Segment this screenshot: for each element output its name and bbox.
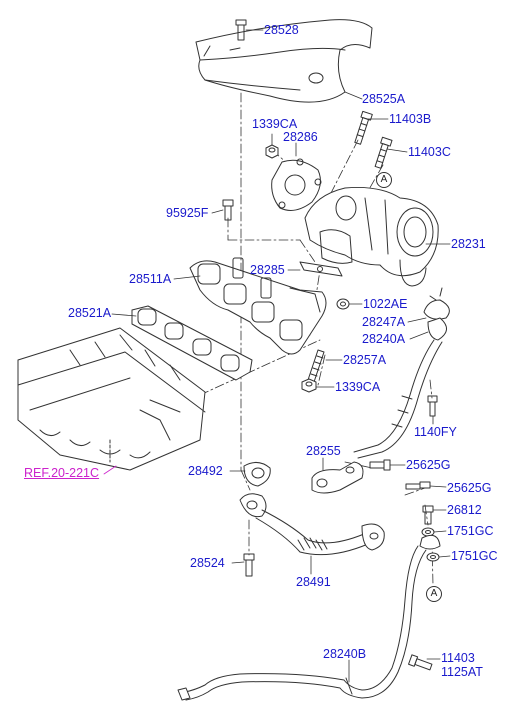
callout-28240b[interactable]: 28240B <box>323 647 367 661</box>
bolt-1140fy <box>427 395 438 417</box>
manifold-gasket <box>131 305 253 381</box>
bolt-11403 <box>408 654 433 671</box>
stud-28257a <box>307 349 325 383</box>
callout-26812[interactable]: 26812 <box>447 503 482 517</box>
bolt-25625g-2 <box>405 481 431 490</box>
callout-28231[interactable]: 28231 <box>451 237 486 251</box>
callout-28285[interactable]: 28285 <box>250 263 285 277</box>
callout-1339ca-top[interactable]: 1339CA <box>252 117 298 131</box>
callout-28240a[interactable]: 28240A <box>362 332 406 346</box>
callout-25625g-1[interactable]: 25625G <box>406 458 451 472</box>
flange-28255 <box>311 461 364 494</box>
callout-11403c[interactable]: 11403C <box>408 145 451 159</box>
cylinder-head <box>17 327 206 471</box>
washer-1751gc-1 <box>421 527 435 537</box>
callout-28524[interactable]: 28524 <box>190 556 225 570</box>
banjo-bolt-26812 <box>422 505 434 525</box>
reference-link[interactable]: REF.20-221C <box>24 466 100 480</box>
callout-28255[interactable]: 28255 <box>306 444 341 458</box>
bolt-11403b <box>354 110 373 145</box>
connector-a-bottom: A <box>426 586 442 602</box>
turbocharger <box>304 187 439 287</box>
callout-95925f[interactable]: 95925F <box>166 206 209 220</box>
callout-11403[interactable]: 11403 <box>441 651 475 665</box>
callout-1751gc-2[interactable]: 1751GC <box>451 549 498 563</box>
oil-feed-pipe <box>353 287 450 459</box>
callout-1140fy[interactable]: 1140FY <box>414 425 457 439</box>
callout-28511a[interactable]: 28511A <box>129 272 172 286</box>
nut-1339ca-top <box>265 144 279 159</box>
callout-1751gc-1[interactable]: 1751GC <box>447 524 494 538</box>
pipe-28491 <box>239 493 385 556</box>
callout-28525a[interactable]: 28525A <box>362 92 406 106</box>
leader-lines <box>111 29 451 683</box>
callout-28492[interactable]: 28492 <box>188 464 223 478</box>
washer-1022ae <box>336 298 350 310</box>
callout-1125at[interactable]: 1125AT <box>441 665 483 679</box>
callout-1339ca-bottom[interactable]: 1339CA <box>335 380 381 394</box>
gasket-28285 <box>299 261 343 277</box>
nut-1339ca-bottom <box>301 378 317 393</box>
gasket-28492 <box>243 462 271 487</box>
reference-leader <box>103 465 117 475</box>
callout-28521a[interactable]: 28521A <box>68 306 112 320</box>
callout-28257a[interactable]: 28257A <box>343 353 387 367</box>
bolt-28524 <box>243 553 255 577</box>
exhaust-manifold <box>189 257 327 355</box>
callout-28528[interactable]: 28528 <box>264 23 299 37</box>
washer-1751gc-2 <box>426 552 440 562</box>
callout-25625g-2[interactable]: 25625G <box>447 481 492 495</box>
callout-1022ae[interactable]: 1022AE <box>363 297 408 311</box>
bolt-25625g-1 <box>369 459 391 471</box>
callout-11403b[interactable]: 11403B <box>389 112 432 126</box>
bolt-11403c <box>374 136 393 169</box>
bolt-95925f <box>222 199 234 221</box>
bolt-28528 <box>235 19 247 41</box>
callout-28247a[interactable]: 28247A <box>362 315 406 329</box>
callout-28286[interactable]: 28286 <box>283 130 318 144</box>
connector-a-top: A <box>376 172 392 188</box>
callout-28491[interactable]: 28491 <box>296 575 331 589</box>
oil-return-pipe <box>177 534 441 701</box>
gasket-28286 <box>271 158 322 211</box>
